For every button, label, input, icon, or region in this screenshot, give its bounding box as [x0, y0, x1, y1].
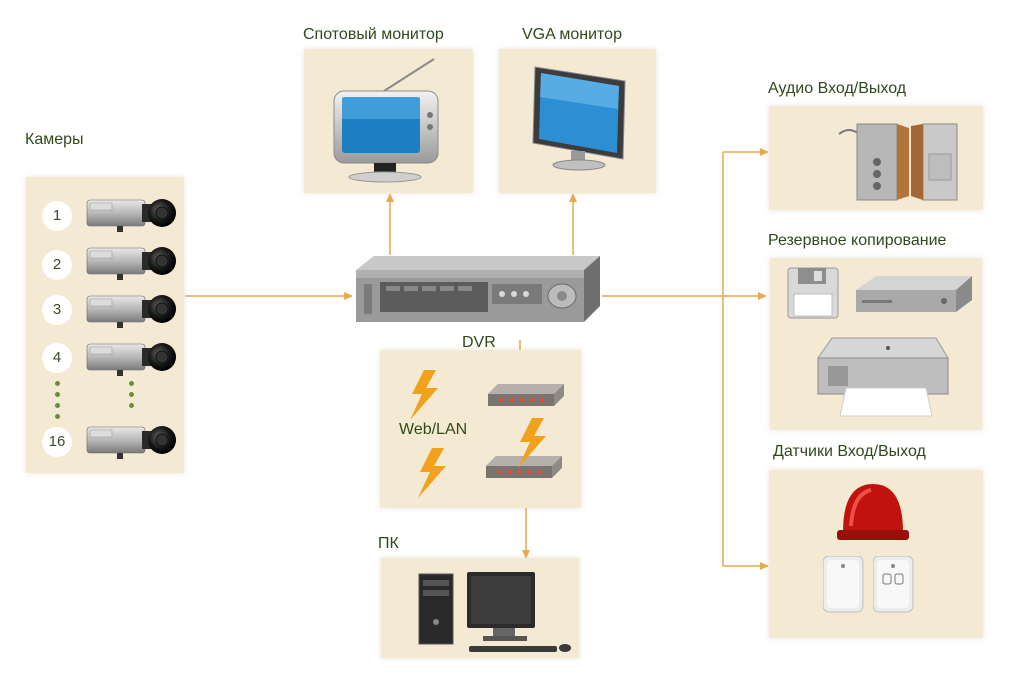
camera-number: 3 [42, 295, 72, 325]
camera-icon [86, 294, 177, 329]
floppy-disk-icon [787, 267, 839, 319]
desktop-pc-icon [418, 572, 571, 652]
ellipsis-dot [55, 403, 60, 408]
cameras-label: Камеры [25, 131, 84, 148]
ellipsis-dot [129, 392, 134, 397]
dvr-label: DVR [462, 334, 496, 351]
ellipsis-dot [129, 381, 134, 386]
ellipsis-dot [55, 392, 60, 397]
pc-label: ПК [378, 535, 399, 552]
network-switch-icon [488, 384, 564, 406]
sensor-icon [873, 556, 914, 613]
vga-monitor-label: VGA монитор [522, 26, 622, 43]
pc-panel [381, 558, 579, 658]
lightning-icon [518, 418, 546, 468]
camera-number: 4 [42, 343, 72, 373]
spot-monitor-label: Спотовый монитор [303, 26, 444, 43]
spot-monitor-panel [304, 49, 473, 193]
camera-icon [86, 425, 177, 460]
camera-icon [86, 342, 177, 377]
web-lan-label: Web/LAN [399, 421, 468, 438]
sensor-icon [823, 556, 864, 613]
siren-icon [837, 484, 909, 540]
ellipsis-dot [129, 403, 134, 408]
audio-label: Аудио Вход/Выход [768, 80, 907, 97]
tv-icon [333, 58, 439, 183]
cameras-panel: 1 2 3 4 16 [26, 177, 184, 473]
camera-number: 2 [42, 250, 72, 280]
ellipsis-dot [55, 381, 60, 386]
camera-icon [86, 198, 177, 233]
speakers-icon [838, 123, 958, 201]
lightning-icon [418, 448, 446, 498]
backup-panel [770, 258, 982, 430]
camera-number: 16 [42, 427, 72, 457]
lcd-monitor-icon [532, 66, 626, 171]
sensors-panel [769, 470, 983, 638]
dvr-recorder-icon [356, 256, 600, 322]
lightning-icon [410, 370, 438, 420]
camera-number: 1 [42, 201, 72, 231]
dvd-player-icon [856, 276, 972, 312]
vga-monitor-panel [499, 49, 656, 193]
network-panel: DVR Web/LAN [380, 334, 581, 508]
camera-icon [86, 246, 177, 281]
backup-label: Резервное копирование [768, 232, 947, 249]
ellipsis-dot [55, 414, 60, 419]
sensors-label: Датчики Вход/Выход [773, 443, 926, 460]
printer-icon [817, 337, 949, 417]
audio-panel [769, 106, 983, 210]
